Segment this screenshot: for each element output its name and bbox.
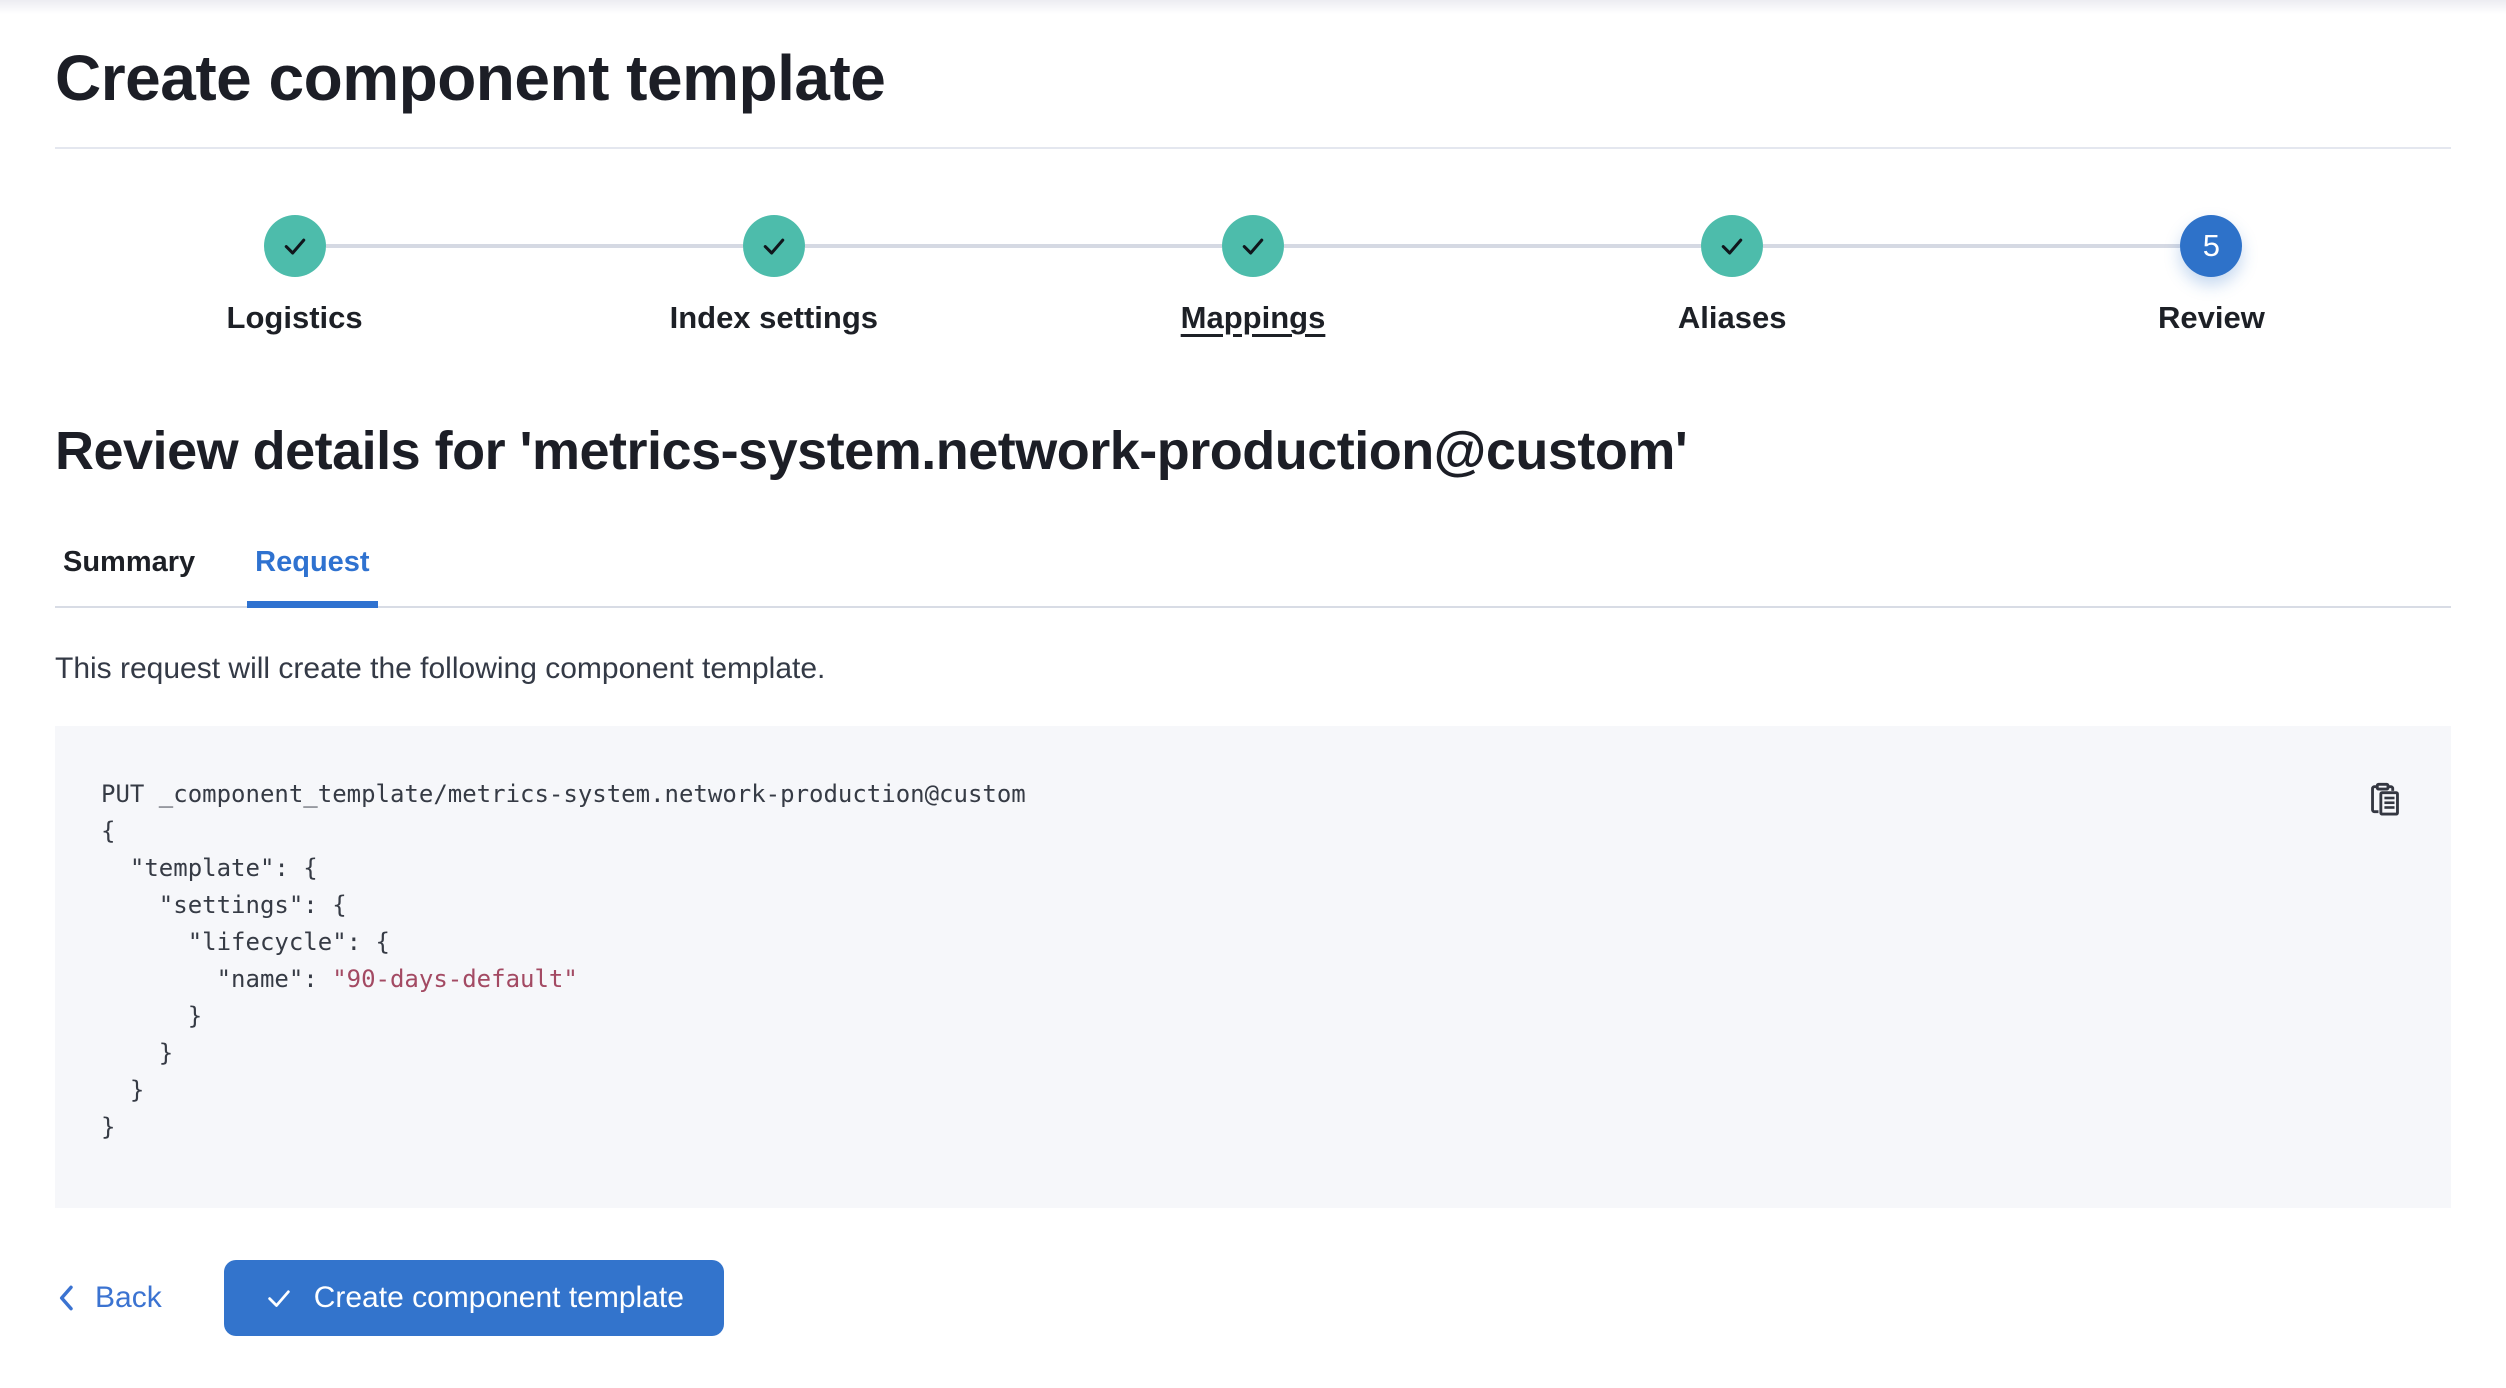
create-component-template-page: Create component template Logistics Inde… [0,14,2506,1366]
create-button-label: Create component template [313,1280,684,1314]
step-review-number: 5 [2202,227,2221,263]
step-index-settings-label[interactable]: Index settings [669,299,879,335]
step-logistics-circle[interactable] [263,214,326,277]
code-string-value: "90-days-default" [332,964,578,993]
step-review-label[interactable]: Review [2157,299,2265,335]
code-line: "name": "90-days-default" [101,961,2399,998]
create-component-template-button[interactable]: Create component template [223,1259,724,1336]
step-logistics[interactable]: Logistics [55,214,534,336]
check-icon [763,238,785,255]
back-button-label: Back [95,1280,162,1314]
step-review[interactable]: 5 Review [1763,214,2451,336]
code-line: { [101,816,116,845]
code-line: "lifecycle": { [101,927,390,956]
step-aliases-label[interactable]: Aliases [1677,299,1787,335]
footer-actions: Back Create component template [55,1259,2451,1366]
check-icon [267,1290,290,1307]
code-line: PUT _component_template/metrics-system.n… [101,779,1026,808]
request-code-block: PUT _component_template/metrics-system.n… [55,725,2451,1208]
back-button[interactable]: Back [55,1281,162,1315]
chevron-left-icon [59,1285,73,1311]
tab-summary[interactable]: Summary [63,545,196,578]
code-line: } [101,1001,203,1030]
step-aliases-circle[interactable] [1701,214,1764,277]
title-divider [55,146,2451,149]
step-indicator: Logistics Index settings Mappings Aliase… [55,214,2451,336]
step-aliases[interactable]: Aliases [1283,214,1972,336]
step-mappings-label[interactable]: Mappings [1180,299,1326,335]
review-tabs: Summary Request [55,540,2451,608]
tab-request[interactable]: Request [247,540,378,608]
check-icon [1721,238,1743,255]
code-line: } [101,1112,116,1141]
code-key: "name": [101,964,333,993]
copy-clipboard-icon [2371,782,2399,816]
check-icon [1242,238,1264,255]
step-index-settings[interactable]: Index settings [325,214,1013,336]
step-mappings[interactable]: Mappings [804,214,1492,336]
page-title: Create component template [55,42,886,114]
code-line: } [101,1038,174,1067]
code-line: } [101,1075,145,1104]
check-icon [284,238,305,255]
step-index-settings-circle[interactable] [742,214,805,277]
request-description: This request will create the following c… [55,651,826,685]
top-shadow [0,0,2506,14]
step-logistics-label[interactable]: Logistics [226,299,363,335]
copy-button[interactable] [2365,778,2405,818]
code-line: "settings": { [101,890,347,919]
step-mappings-circle[interactable] [1222,214,1284,277]
code-line: "template": { [101,853,318,882]
review-heading: Review details for 'metrics-system.netwo… [55,420,1688,481]
step-review-circle[interactable]: 5 [2180,214,2243,277]
